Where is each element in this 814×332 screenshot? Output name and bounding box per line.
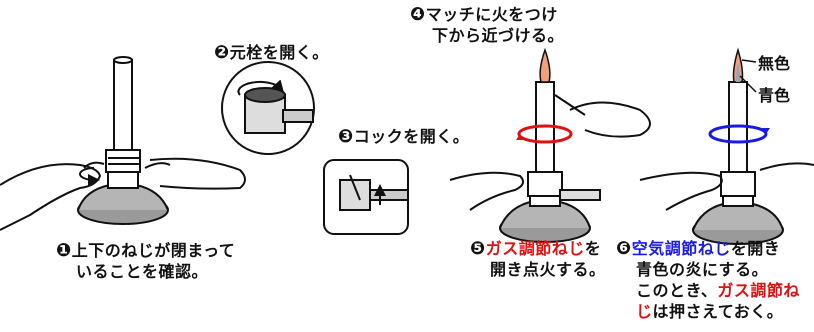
cock-inset — [323, 159, 409, 235]
step6-line2: 青色の炎にする。 — [636, 260, 769, 279]
flame-label-blue: 青色 — [758, 86, 791, 105]
step6-rest: を開き — [730, 239, 781, 258]
rotation-arrow-red — [517, 124, 573, 144]
burner-step5 — [499, 81, 601, 243]
step1-number: ❶ — [56, 240, 72, 261]
flame-label-colorless: 無色 — [758, 54, 791, 73]
step4-label: ❹マッチに火をつけ 下から近づける。 — [410, 4, 564, 46]
step4-line2: 下から近づける。 — [432, 26, 565, 45]
step2-number: ❷ — [214, 42, 230, 63]
burner-step6 — [692, 81, 784, 245]
step5-label: ❺ガス調節ねじを 開き点火する。 — [470, 238, 606, 280]
step3-line1: コックを開く。 — [353, 127, 470, 146]
step6-highlight: 空気調節ねじ — [631, 239, 731, 258]
step1-line2: いることを確認。 — [76, 262, 209, 281]
step2-line1: 元栓を開く。 — [229, 43, 329, 62]
hand-with-match — [554, 94, 651, 138]
step5-number: ❺ — [470, 238, 486, 259]
step4-line1: マッチに火をつけ — [425, 5, 558, 24]
step3-label: ❸コックを開く。 — [338, 126, 469, 147]
step5-highlight: ガス調節ねじ — [485, 239, 585, 258]
burner-step1 — [77, 56, 169, 225]
step6-line4-highlight: じ — [636, 302, 653, 321]
step2-label: ❷元栓を開く。 — [214, 42, 329, 63]
step4-number: ❹ — [410, 4, 426, 25]
hands-step6 — [639, 162, 814, 211]
flame-step5 — [539, 47, 551, 83]
step3-number: ❸ — [338, 126, 354, 147]
step5-line2: 開き点火する。 — [490, 260, 606, 279]
step6-number: ❻ — [616, 238, 632, 259]
step6-line3-highlight: ガス調節ね — [717, 281, 800, 300]
step6-label: ❻空気調節ねじを開き 青色の炎にする。 このとき、ガス調節ね じは押さえておく。 — [616, 238, 800, 322]
step6-line4-rest: は押さえておく。 — [652, 302, 784, 321]
hands-step5 — [449, 171, 525, 211]
step6-line3-pre: このとき、 — [636, 281, 718, 300]
step1-line1: 上下のねじが閉まって — [71, 241, 236, 260]
step5-rest: を — [584, 239, 602, 258]
step1-label: ❶上下のねじが閉まって いることを確認。 — [56, 240, 235, 282]
main-valve-inset — [221, 61, 315, 155]
